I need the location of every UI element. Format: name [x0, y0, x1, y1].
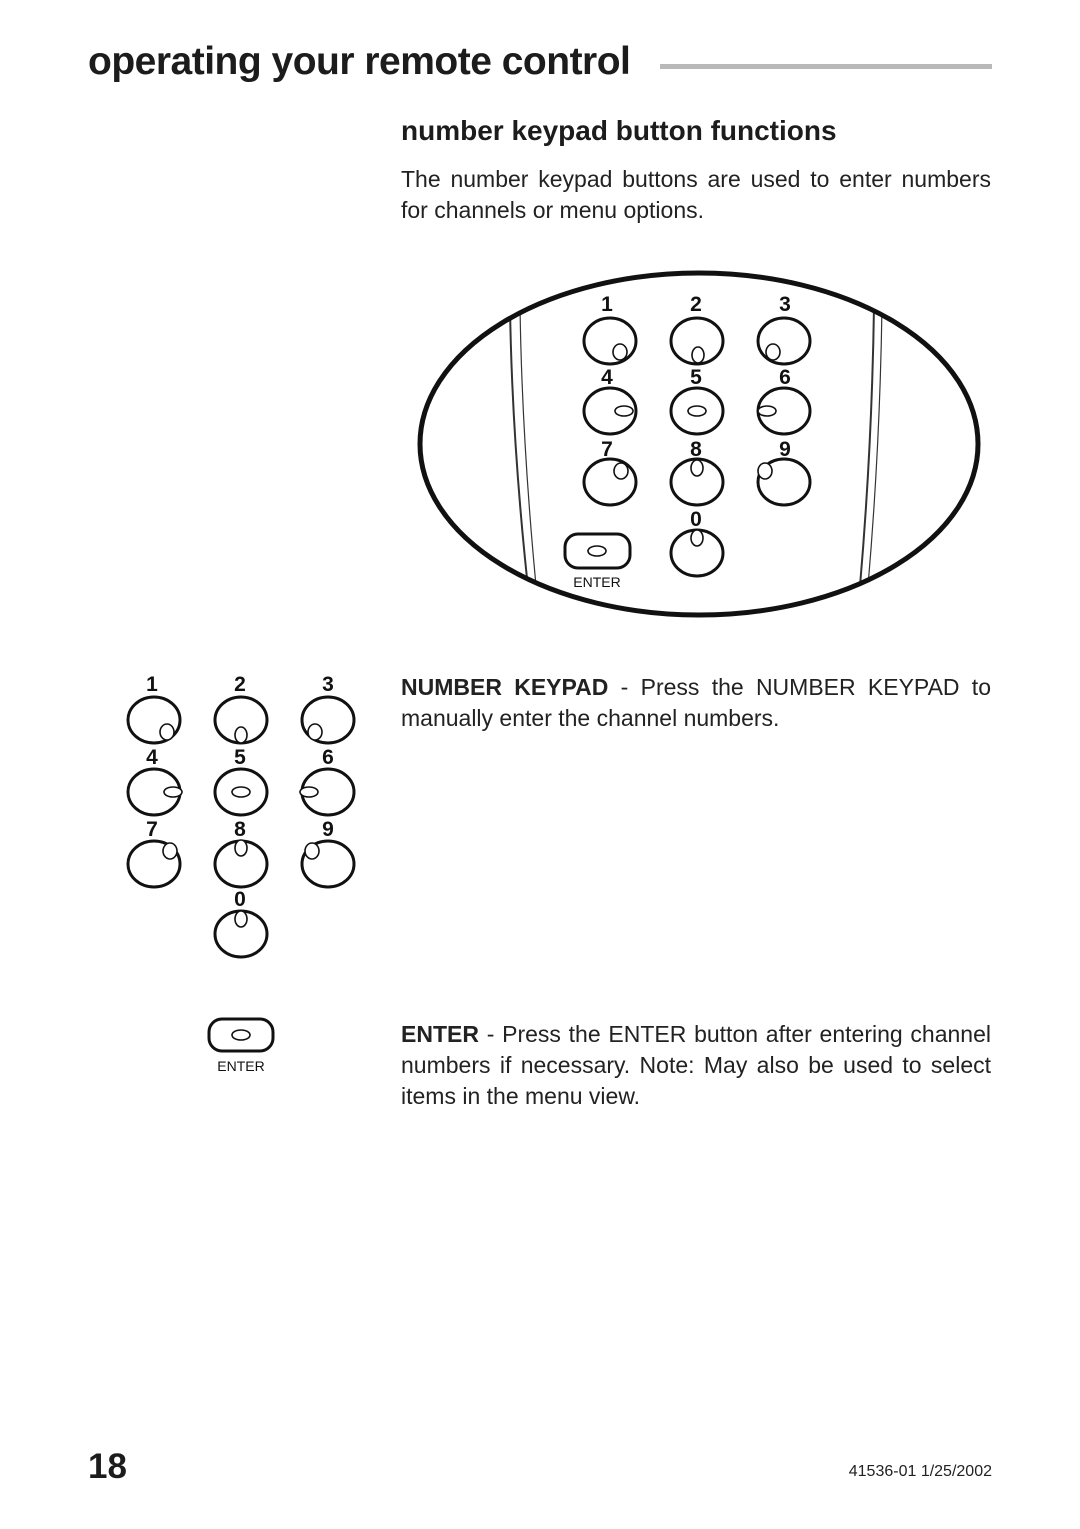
enter-button-illustration: ENTER [207, 1017, 275, 1074]
closeup-key-label-7: 7 [601, 438, 613, 461]
closeup-key-8[interactable] [669, 457, 725, 507]
enter-key-label: ENTER [217, 1058, 264, 1074]
keypad-label-4: 4 [146, 746, 158, 769]
keypad-label-7: 7 [146, 818, 158, 841]
closeup-key-label-5: 5 [690, 366, 702, 389]
closeup-key-3[interactable] [756, 316, 812, 366]
keypad-label-1: 1 [146, 673, 158, 696]
enter-description: ENTER - Press the ENTER button after ent… [401, 1019, 991, 1112]
closeup-key-label-8: 8 [690, 438, 702, 461]
page-title: operating your remote control [88, 40, 631, 83]
closeup-key-4[interactable] [582, 386, 638, 436]
keypad-label-2: 2 [234, 673, 246, 696]
number-keypad-illustration: 1 2 3 4 5 6 7 8 9 0 [126, 673, 356, 959]
closeup-key-2[interactable] [669, 316, 725, 366]
title-rule [660, 64, 992, 69]
intro-paragraph: The number keypad buttons are used to en… [401, 166, 991, 223]
closeup-key-label-0: 0 [690, 508, 702, 531]
closeup-key-1[interactable] [582, 316, 638, 366]
document-code: 41536-01 1/25/2002 [848, 1463, 992, 1480]
keypad-term: NUMBER KEYPAD [401, 674, 609, 700]
enter-term: ENTER [401, 1021, 479, 1047]
closeup-key-label-9: 9 [779, 438, 791, 461]
closeup-key-7[interactable] [582, 457, 638, 507]
closeup-enter-label: ENTER [573, 574, 620, 590]
section-heading: number keypad button functions [401, 115, 837, 146]
closeup-key-label-1: 1 [601, 293, 613, 316]
keypad-label-8: 8 [234, 818, 246, 841]
keypad-label-0: 0 [234, 888, 246, 911]
closeup-key-label-2: 2 [690, 293, 702, 316]
keypad-label-3: 3 [322, 673, 334, 696]
keypad-label-5: 5 [234, 746, 246, 769]
page-number: 18 [88, 1447, 127, 1486]
keypad-description: NUMBER KEYPAD - Press the NUMBER KEYPAD … [401, 672, 991, 734]
enter-description-text: - Press the ENTER button after entering … [401, 1021, 991, 1109]
keypad-label-9: 9 [322, 818, 334, 841]
keypad-description-text: - Press the NUMBER KEYPAD to manually en… [401, 674, 991, 731]
closeup-key-label-6: 6 [779, 366, 791, 389]
closeup-key-label-3: 3 [779, 293, 791, 316]
keypad-label-6: 6 [322, 746, 334, 769]
closeup-key-label-4: 4 [601, 366, 613, 389]
remote-closeup-illustration: 1 2 3 4 5 6 7 8 9 0 ENTER [417, 270, 981, 618]
